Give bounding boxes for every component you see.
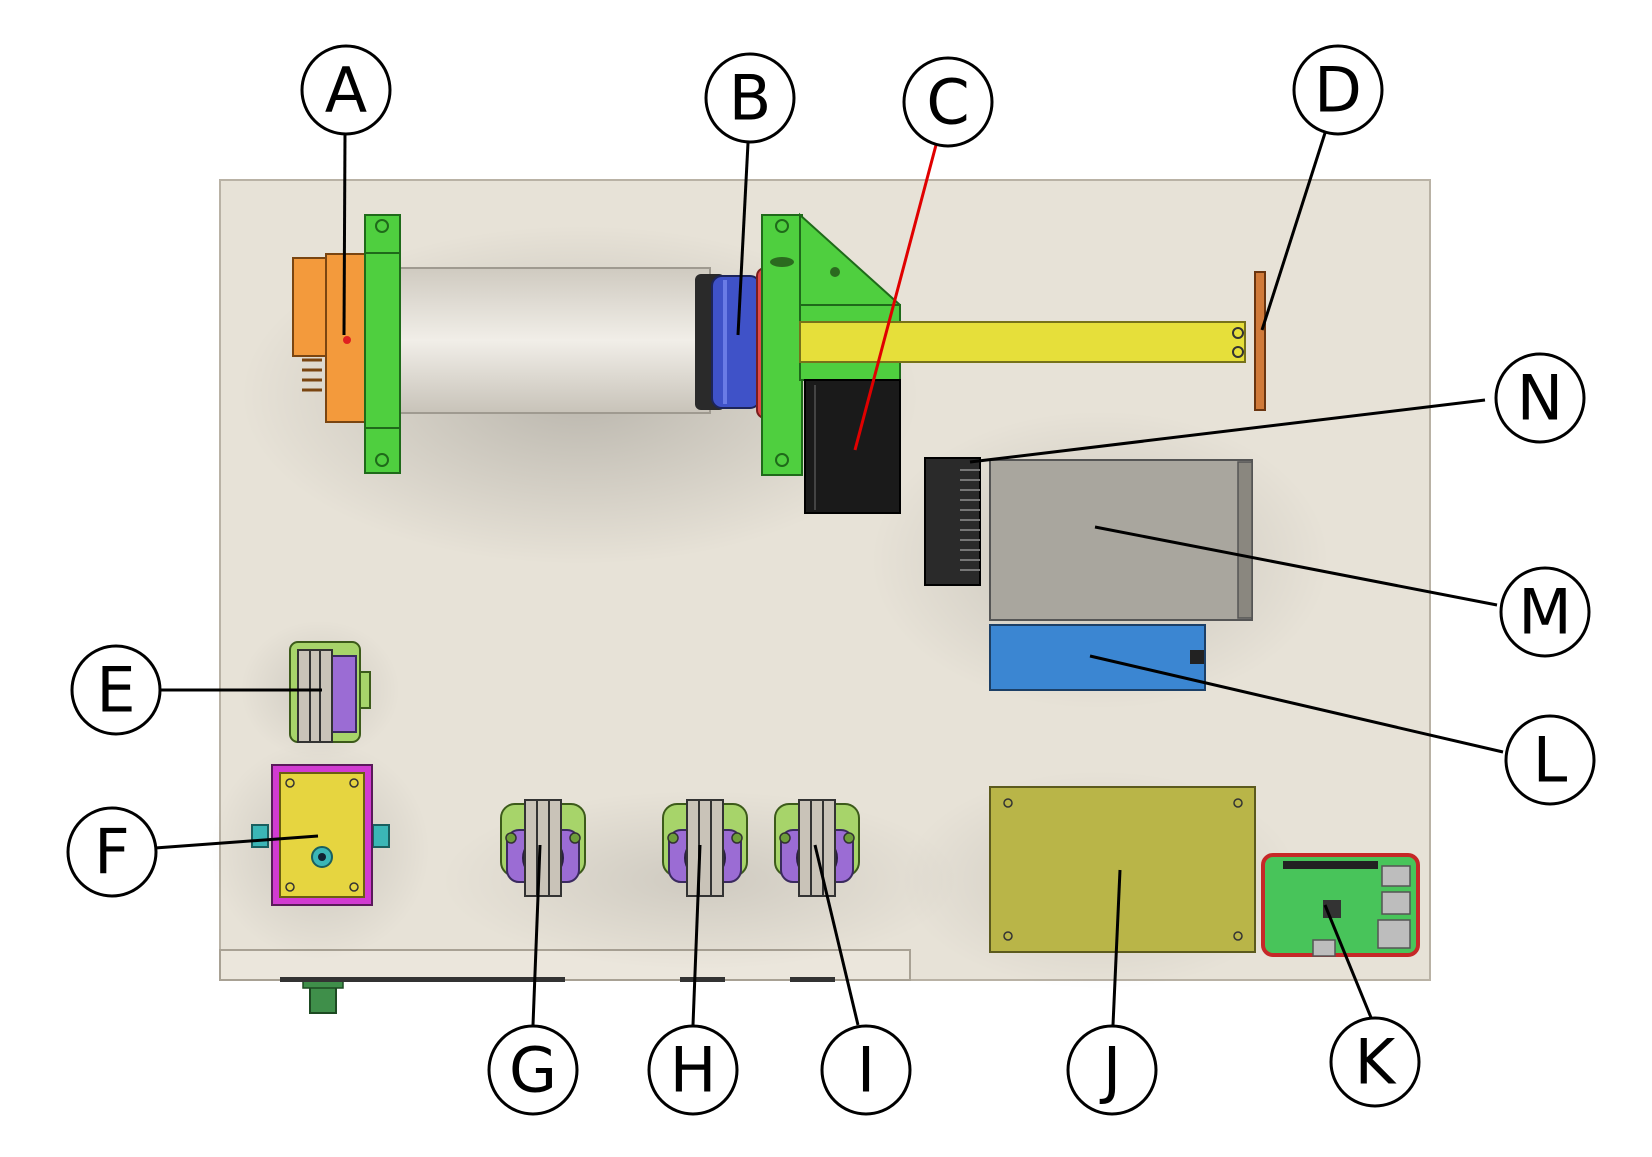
callout-k-label: K [1355,1026,1397,1099]
callout-j: J [1066,1024,1158,1116]
callout-m-label: M [1518,576,1572,649]
callout-m: M [1499,566,1591,658]
callout-e-label: E [96,654,135,727]
callout-i-label: I [857,1034,875,1107]
leader-line-c [853,144,938,451]
callout-g-label: G [509,1034,557,1107]
callout-c-label: C [926,66,969,139]
leader-line-m [1094,525,1498,607]
front-connectors [280,977,835,1014]
callout-l: L [1504,714,1596,806]
leader-line-n [969,398,1486,464]
callout-f-label: F [94,816,130,889]
callout-d: D [1292,44,1384,136]
leader-line-g [531,844,542,1026]
linear-rod [799,321,1246,363]
callout-n: N [1494,352,1586,444]
callout-h-label: H [670,1034,717,1107]
solenoid-valve-a [292,253,367,423]
leader-line-b [736,142,750,336]
callout-f: F [66,806,158,898]
callout-k: K [1329,1016,1421,1108]
pinch-valve-h [662,799,748,897]
leader-line-h [691,844,702,1026]
pinch-valve-g [500,799,586,897]
callout-d-label: D [1314,54,1362,127]
callout-e: E [70,644,162,736]
callout-i: I [820,1024,912,1116]
callout-n-label: N [1517,362,1563,435]
battery-l [989,624,1206,691]
callout-l-label: L [1533,724,1568,797]
callout-a-label: A [325,54,367,127]
callout-a: A [300,44,392,136]
leader-line-a [342,132,347,336]
callout-c: C [902,56,994,148]
callouts: A B C D E F G H [66,44,1596,1116]
leader-lines [154,132,1504,1026]
control-box-f [251,764,390,906]
callout-j-label: J [1099,1034,1121,1107]
callout-b-label: B [729,62,772,135]
callout-g: G [487,1024,579,1116]
single-board-computer-k [1261,853,1420,957]
connector-n [924,457,981,586]
power-supply-m [989,459,1253,621]
end-plate-d [1254,271,1266,411]
callout-h: H [647,1024,739,1116]
leader-line-f [154,834,319,850]
leader-line-j [1111,869,1122,1026]
leader-line-k [1323,904,1374,1021]
pinch-valve-e [289,641,371,743]
callout-b: B [704,52,796,144]
stepper-motor-c [804,379,901,514]
syringe-cylinder [364,214,725,474]
leader-line-l [1089,654,1504,754]
leader-line-d [1260,132,1327,331]
pcb-board-j [989,786,1256,953]
leader-line-i [813,844,860,1026]
